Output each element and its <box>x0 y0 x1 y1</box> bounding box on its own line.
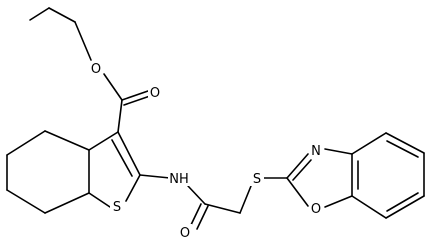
cyclohexane-ring <box>6 130 90 214</box>
bond <box>117 99 123 133</box>
bond <box>351 132 387 155</box>
bond <box>189 203 202 228</box>
bond <box>351 195 387 219</box>
benzoxazole-ring <box>286 132 425 219</box>
bond <box>324 195 353 208</box>
bond <box>239 185 252 214</box>
bond <box>204 203 241 214</box>
bond <box>125 174 141 202</box>
bond <box>292 159 312 181</box>
bond <box>385 195 425 219</box>
atom-labels: O O S NH O S N O <box>89 61 323 241</box>
bond <box>121 90 149 101</box>
bond <box>111 139 133 177</box>
bond <box>187 185 206 205</box>
bond <box>48 7 76 23</box>
bond <box>386 192 419 212</box>
bond <box>6 189 46 214</box>
bond <box>44 192 90 214</box>
ester-carbonyl-oxygen-label: O <box>150 86 160 101</box>
bond <box>286 177 309 207</box>
bond <box>385 132 425 154</box>
oxazole-nitrogen-label: N <box>311 144 321 159</box>
amide-nh-label: NH <box>169 172 189 187</box>
amide-oxygen-label: O <box>180 226 190 241</box>
thiophene-ring <box>88 131 141 208</box>
bond <box>123 95 151 106</box>
amide-linker <box>139 174 288 230</box>
thiophene-sulfur-label: S <box>113 200 121 215</box>
bond <box>196 205 209 230</box>
bond <box>386 140 419 158</box>
bond <box>139 174 171 179</box>
bond <box>103 73 123 101</box>
bond <box>286 153 309 179</box>
bond <box>44 130 90 151</box>
ethyl-group <box>29 7 92 61</box>
bond <box>74 21 92 61</box>
bond <box>88 131 119 151</box>
thioether-sulfur-label: S <box>253 172 261 187</box>
bond <box>324 148 353 155</box>
ester-group <box>103 73 151 133</box>
oxazole-oxygen-label: O <box>311 202 321 217</box>
bond <box>6 130 46 156</box>
bond <box>88 192 111 208</box>
bond <box>29 7 50 21</box>
ether-oxygen-label: O <box>91 62 101 77</box>
bond <box>117 131 141 176</box>
